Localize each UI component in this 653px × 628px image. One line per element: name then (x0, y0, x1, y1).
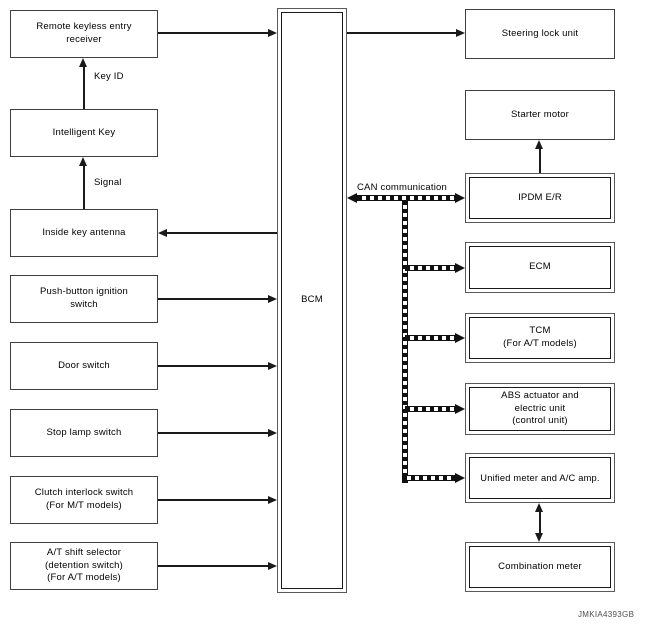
steering-lock-unit-label: Steering lock unit (501, 27, 579, 39)
combination-meter-label: Combination meter (498, 560, 582, 572)
can-communication-label: CAN communication (356, 182, 448, 193)
arrowhead-push-button-into-bcm (268, 294, 277, 303)
connector-ipdm-to-starter-motor (539, 149, 541, 173)
ipdm-er-label: IPDM E/R (518, 191, 562, 203)
arrowhead-key-id-up (79, 58, 87, 67)
can-arrowhead-into-tcm (455, 333, 465, 343)
can-branch-to-ecm (405, 265, 457, 271)
box-intelligent-key: Intelligent Key (10, 109, 158, 157)
connector-door-switch-to-bcm (158, 365, 268, 367)
arrowhead-stop-lamp-into-bcm (268, 428, 277, 437)
connector-clutch-interlock-to-bcm (158, 499, 268, 501)
box-tcm: TCM (For A/T models) (465, 313, 615, 363)
intelligent-key-label: Intelligent Key (52, 126, 116, 138)
connector-stop-lamp-to-bcm (158, 432, 268, 434)
connector-push-button-to-bcm (158, 298, 268, 300)
at-shift-selector-label: A/T shift selector (detention switch) (F… (44, 546, 124, 584)
connector-unified-meter-to-combination-meter (539, 512, 541, 533)
starter-motor-label: Starter motor (510, 108, 570, 120)
key-id-label: Key ID (93, 71, 125, 82)
signal-label: Signal (93, 177, 123, 188)
bcm-inner-border: BCM (281, 12, 343, 589)
push-button-ignition-switch-label: Push-button ignition switch (40, 286, 128, 310)
can-arrowhead-into-abs (455, 404, 465, 414)
box-inside-key-antenna: Inside key antenna (10, 209, 158, 257)
box-unified-meter-ac-amp: Unified meter and A/C amp. (465, 453, 615, 503)
connector-at-shift-to-bcm (158, 565, 268, 567)
figure-code-watermark: JMKIA4393GB (578, 610, 635, 619)
connector-antenna-to-intelligent-key (83, 166, 85, 209)
arrowhead-into-steering-lock (456, 28, 465, 37)
can-branch-to-unified-meter (402, 475, 457, 481)
connector-intelligent-key-to-remote-keyless (83, 67, 85, 109)
arrowhead-at-shift-into-bcm (268, 561, 277, 570)
ecm-label: ECM (529, 261, 551, 273)
arrowhead-signal-up (79, 157, 87, 166)
connector-remote-keyless-to-bcm (158, 32, 268, 34)
box-stop-lamp-switch: Stop lamp switch (10, 409, 158, 457)
can-branch-to-tcm (405, 335, 457, 341)
arrowhead-into-inside-key-antenna (158, 228, 167, 237)
box-at-shift-selector: A/T shift selector (detention switch) (F… (10, 542, 158, 590)
box-remote-keyless-entry-receiver: Remote keyless entry receiver (10, 10, 158, 58)
ipdm-er-inner-border: IPDM E/R (469, 177, 611, 219)
inside-key-antenna-label: Inside key antenna (42, 226, 126, 238)
can-branch-to-abs (405, 406, 457, 412)
tcm-label: TCM (For A/T models) (503, 325, 577, 349)
can-arrowhead-into-bcm (347, 193, 357, 203)
can-arrowhead-into-unified-meter (455, 473, 465, 483)
box-clutch-interlock-switch: Clutch interlock switch (For M/T models) (10, 476, 158, 524)
tcm-inner-border: TCM (For A/T models) (469, 317, 611, 359)
arrowhead-into-combination-meter (535, 533, 543, 542)
bcm-label: BCM (301, 294, 323, 306)
can-arrowhead-into-ipdm (455, 193, 465, 203)
box-bcm: BCM (277, 8, 347, 593)
clutch-interlock-switch-label: Clutch interlock switch (For M/T models) (34, 487, 134, 511)
box-steering-lock-unit: Steering lock unit (465, 9, 615, 59)
abs-actuator-inner-border: ABS actuator and electric unit (control … (469, 387, 611, 431)
door-switch-label: Door switch (58, 359, 110, 371)
box-ipdm-er: IPDM E/R (465, 173, 615, 223)
box-starter-motor: Starter motor (465, 90, 615, 140)
box-combination-meter: Combination meter (465, 542, 615, 592)
ecm-inner-border: ECM (469, 246, 611, 289)
box-ecm: ECM (465, 242, 615, 293)
arrowhead-into-bcm-top (268, 28, 277, 37)
arrowhead-into-starter-motor (535, 140, 543, 149)
box-abs-actuator: ABS actuator and electric unit (control … (465, 383, 615, 435)
unified-meter-ac-amp-inner-border: Unified meter and A/C amp. (469, 457, 611, 499)
abs-actuator-label: ABS actuator and electric unit (control … (501, 389, 579, 427)
can-bus-trunk (402, 200, 408, 483)
arrowhead-into-unified-meter (535, 503, 543, 512)
box-push-button-ignition-switch: Push-button ignition switch (10, 275, 158, 323)
arrowhead-clutch-interlock-into-bcm (268, 495, 277, 504)
remote-keyless-entry-receiver-label: Remote keyless entry receiver (36, 21, 132, 45)
arrowhead-door-switch-into-bcm (268, 361, 277, 370)
can-arrowhead-into-ecm (455, 263, 465, 273)
box-door-switch: Door switch (10, 342, 158, 390)
combination-meter-inner-border: Combination meter (469, 546, 611, 588)
stop-lamp-switch-label: Stop lamp switch (46, 426, 122, 438)
unified-meter-ac-amp-label: Unified meter and A/C amp. (480, 472, 600, 483)
connector-bcm-to-inside-key-antenna (167, 232, 277, 234)
connector-bcm-to-steering-lock (347, 32, 456, 34)
